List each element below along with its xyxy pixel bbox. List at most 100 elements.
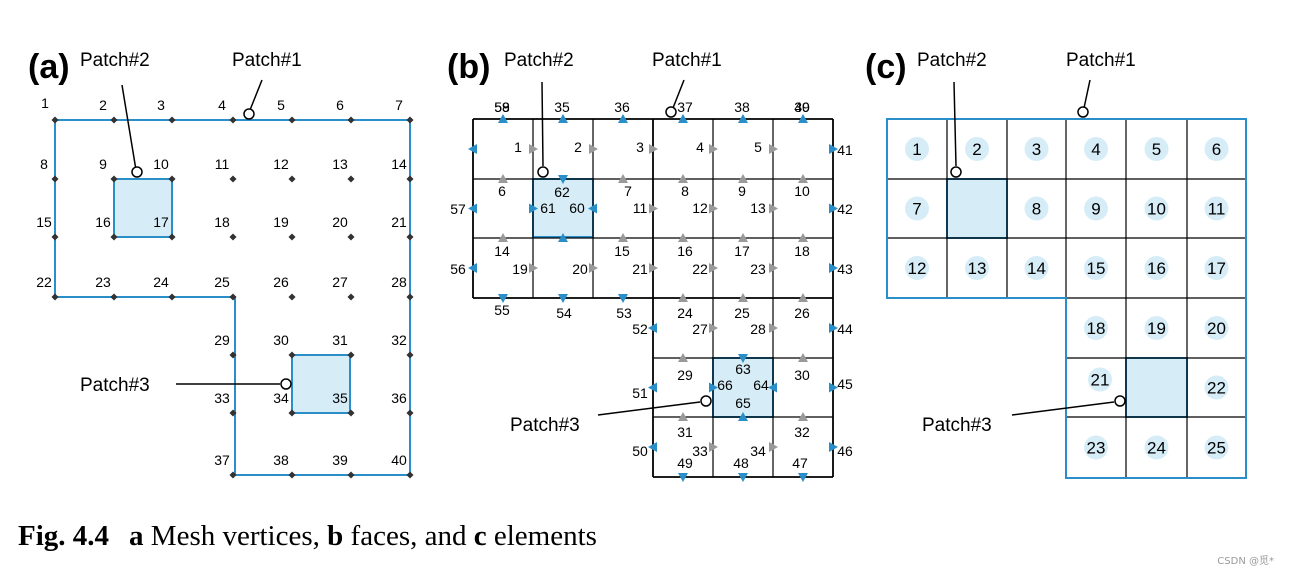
panel-b-face-label: 17 — [734, 243, 750, 259]
panel-b-face-normal-arrow — [769, 442, 778, 452]
panel-b-face-label: 41 — [837, 142, 853, 158]
panel-a-vertex-dot — [406, 175, 414, 183]
panel-b-face-label: 8 — [681, 183, 689, 199]
panel-b-face-label: 34 — [750, 443, 766, 459]
panel-b-face-label: 61 — [540, 200, 556, 216]
panel-c-element-label: 1 — [912, 140, 921, 159]
panel-b-face-label: 31 — [677, 424, 693, 440]
panel-c-element-bubble — [1144, 256, 1169, 280]
panel-b-face-normal-arrow — [678, 174, 688, 183]
panel-c-patch3 — [1125, 357, 1188, 418]
panel-b-letter: (b) — [447, 48, 490, 86]
panel-b-face-label: 38 — [734, 99, 750, 115]
panel-c-element-label: 8 — [1032, 200, 1041, 219]
panel-a-vertex-label: 24 — [153, 274, 169, 290]
panel-b-face-normal-arrow — [678, 114, 688, 123]
panel-a-vertex-dot — [347, 351, 355, 359]
panel-b-face-label: 64 — [753, 377, 769, 393]
panel-a-vertex-label: 39 — [332, 452, 348, 468]
panel-a-vertex-label: 20 — [332, 214, 348, 230]
caption-b-letter: b — [327, 520, 344, 552]
panel-a-vertex-dot — [406, 471, 414, 479]
panel-a-patch3-label: Patch#3 — [80, 375, 150, 396]
panel-a-patch3-marker — [280, 378, 292, 390]
panel-a-vertex-dot — [168, 233, 176, 241]
panel-a-vertex-label: 4 — [218, 97, 226, 113]
panel-b-face-normal-arrow — [648, 442, 657, 452]
panel-b-face-label: 2 — [574, 139, 582, 155]
panel-b-face-normal-arrow — [649, 263, 658, 273]
panel-c-element-label: 2 — [972, 140, 981, 159]
panel-b-face-label: 36 — [614, 99, 630, 115]
panel-a-vertex-label: 11 — [215, 156, 230, 172]
caption-a-text: Mesh vertices, — [143, 520, 328, 552]
panel-a-vertex-label: 25 — [214, 274, 230, 290]
panel-b-face-label: 51 — [632, 385, 648, 401]
watermark: CSDN @觅* — [1217, 556, 1274, 567]
panel-b-face-label: 62 — [554, 184, 570, 200]
caption-c-letter: c — [473, 520, 487, 552]
panel-b-face-normal-arrow — [829, 203, 838, 214]
panel-b-patch3-marker — [700, 395, 712, 407]
panel-a-vertex-dot — [406, 116, 414, 124]
panel-b-face-normal-arrow — [558, 294, 568, 303]
panel-c-element-bubble — [905, 137, 929, 161]
panel-b-face-label: 20 — [572, 261, 588, 277]
panel-b-face-normal-arrow — [738, 354, 748, 363]
panel-c-element-bubble — [1204, 435, 1229, 460]
panel-b-patch1-marker — [665, 106, 677, 118]
panel-b-face-label: 9 — [738, 183, 746, 199]
panel-c-element-label: 18 — [1087, 319, 1106, 338]
panel-b-face-label: 52 — [632, 321, 648, 337]
panel-b-face-label: 40 — [794, 99, 810, 115]
panel-a-vertex-dot — [288, 116, 296, 124]
panel-b-face-normal-arrow — [829, 442, 838, 452]
panel-b-face-label: 66 — [717, 377, 733, 393]
panel-c-element-bubble — [1084, 435, 1108, 460]
panel-b-face-label: 59 — [494, 99, 510, 115]
panel-b-face-normal-arrow — [738, 114, 748, 123]
panel-a-patch3 — [291, 354, 351, 414]
panel-a-vertex-dot — [51, 116, 59, 124]
panel-a-vertex-label: 1 — [41, 95, 49, 111]
panel-a-vertex-dot — [229, 351, 237, 359]
panel-b-face-label: 5 — [754, 139, 762, 155]
panel-a-vertex-label: 19 — [273, 214, 289, 230]
panel-b-face-label: 53 — [616, 305, 632, 321]
panel-a-vertex-dot — [347, 233, 355, 241]
panel-a-vertex-label: 21 — [391, 214, 407, 230]
panel-b-face-normal-arrow — [678, 353, 688, 362]
panel-a-vertex-dot — [347, 175, 355, 183]
panel-a-vertex-label: 6 — [336, 97, 344, 113]
panel-a-vertex-label: 32 — [391, 332, 407, 348]
panel-c-element-label: 4 — [1091, 140, 1100, 159]
panel-c-element-label: 19 — [1147, 319, 1166, 338]
panel-a-vertex-dot — [288, 175, 296, 183]
panel-a-vertex-label: 23 — [95, 274, 111, 290]
panel-c-element-label: 9 — [1091, 200, 1100, 219]
panel-a-vertex-label: 33 — [214, 390, 230, 406]
panel-a-vertex-dot — [110, 233, 118, 241]
panel-b-face-label: 10 — [794, 183, 810, 199]
panel-b-patch1-label: Patch#1 — [652, 50, 722, 71]
panel-b-face-label: 58 — [494, 99, 510, 115]
panel-b-face-normal-arrow — [529, 263, 538, 273]
panel-c-element-bubble — [1204, 137, 1229, 161]
panel-c-patch3-leader — [1011, 401, 1115, 416]
caption-b-text: faces, and — [343, 520, 474, 552]
panel-b-face-label: 18 — [794, 243, 810, 259]
panel-c-patch3-label: Patch#3 — [922, 415, 992, 436]
panel-c-patch2-marker — [950, 166, 962, 178]
panel-b-face-normal-arrow — [648, 382, 657, 393]
panel-b-face-label: 4 — [696, 139, 704, 155]
panel-b-face-label: 7 — [624, 183, 632, 199]
panel-b-face-normal-arrow — [829, 382, 838, 393]
panel-c-element-bubble — [1084, 196, 1108, 221]
panel-a-vertex-label: 8 — [40, 156, 48, 172]
panel-c-element-label: 24 — [1147, 439, 1166, 458]
panel-c-element-label: 20 — [1207, 319, 1226, 338]
panel-a-vertex-label: 40 — [391, 452, 407, 468]
panel-b-face-normal-arrow — [829, 323, 838, 333]
panel-b-face-label: 39 — [794, 99, 810, 115]
panel-a-vertex-label: 17 — [153, 214, 169, 230]
